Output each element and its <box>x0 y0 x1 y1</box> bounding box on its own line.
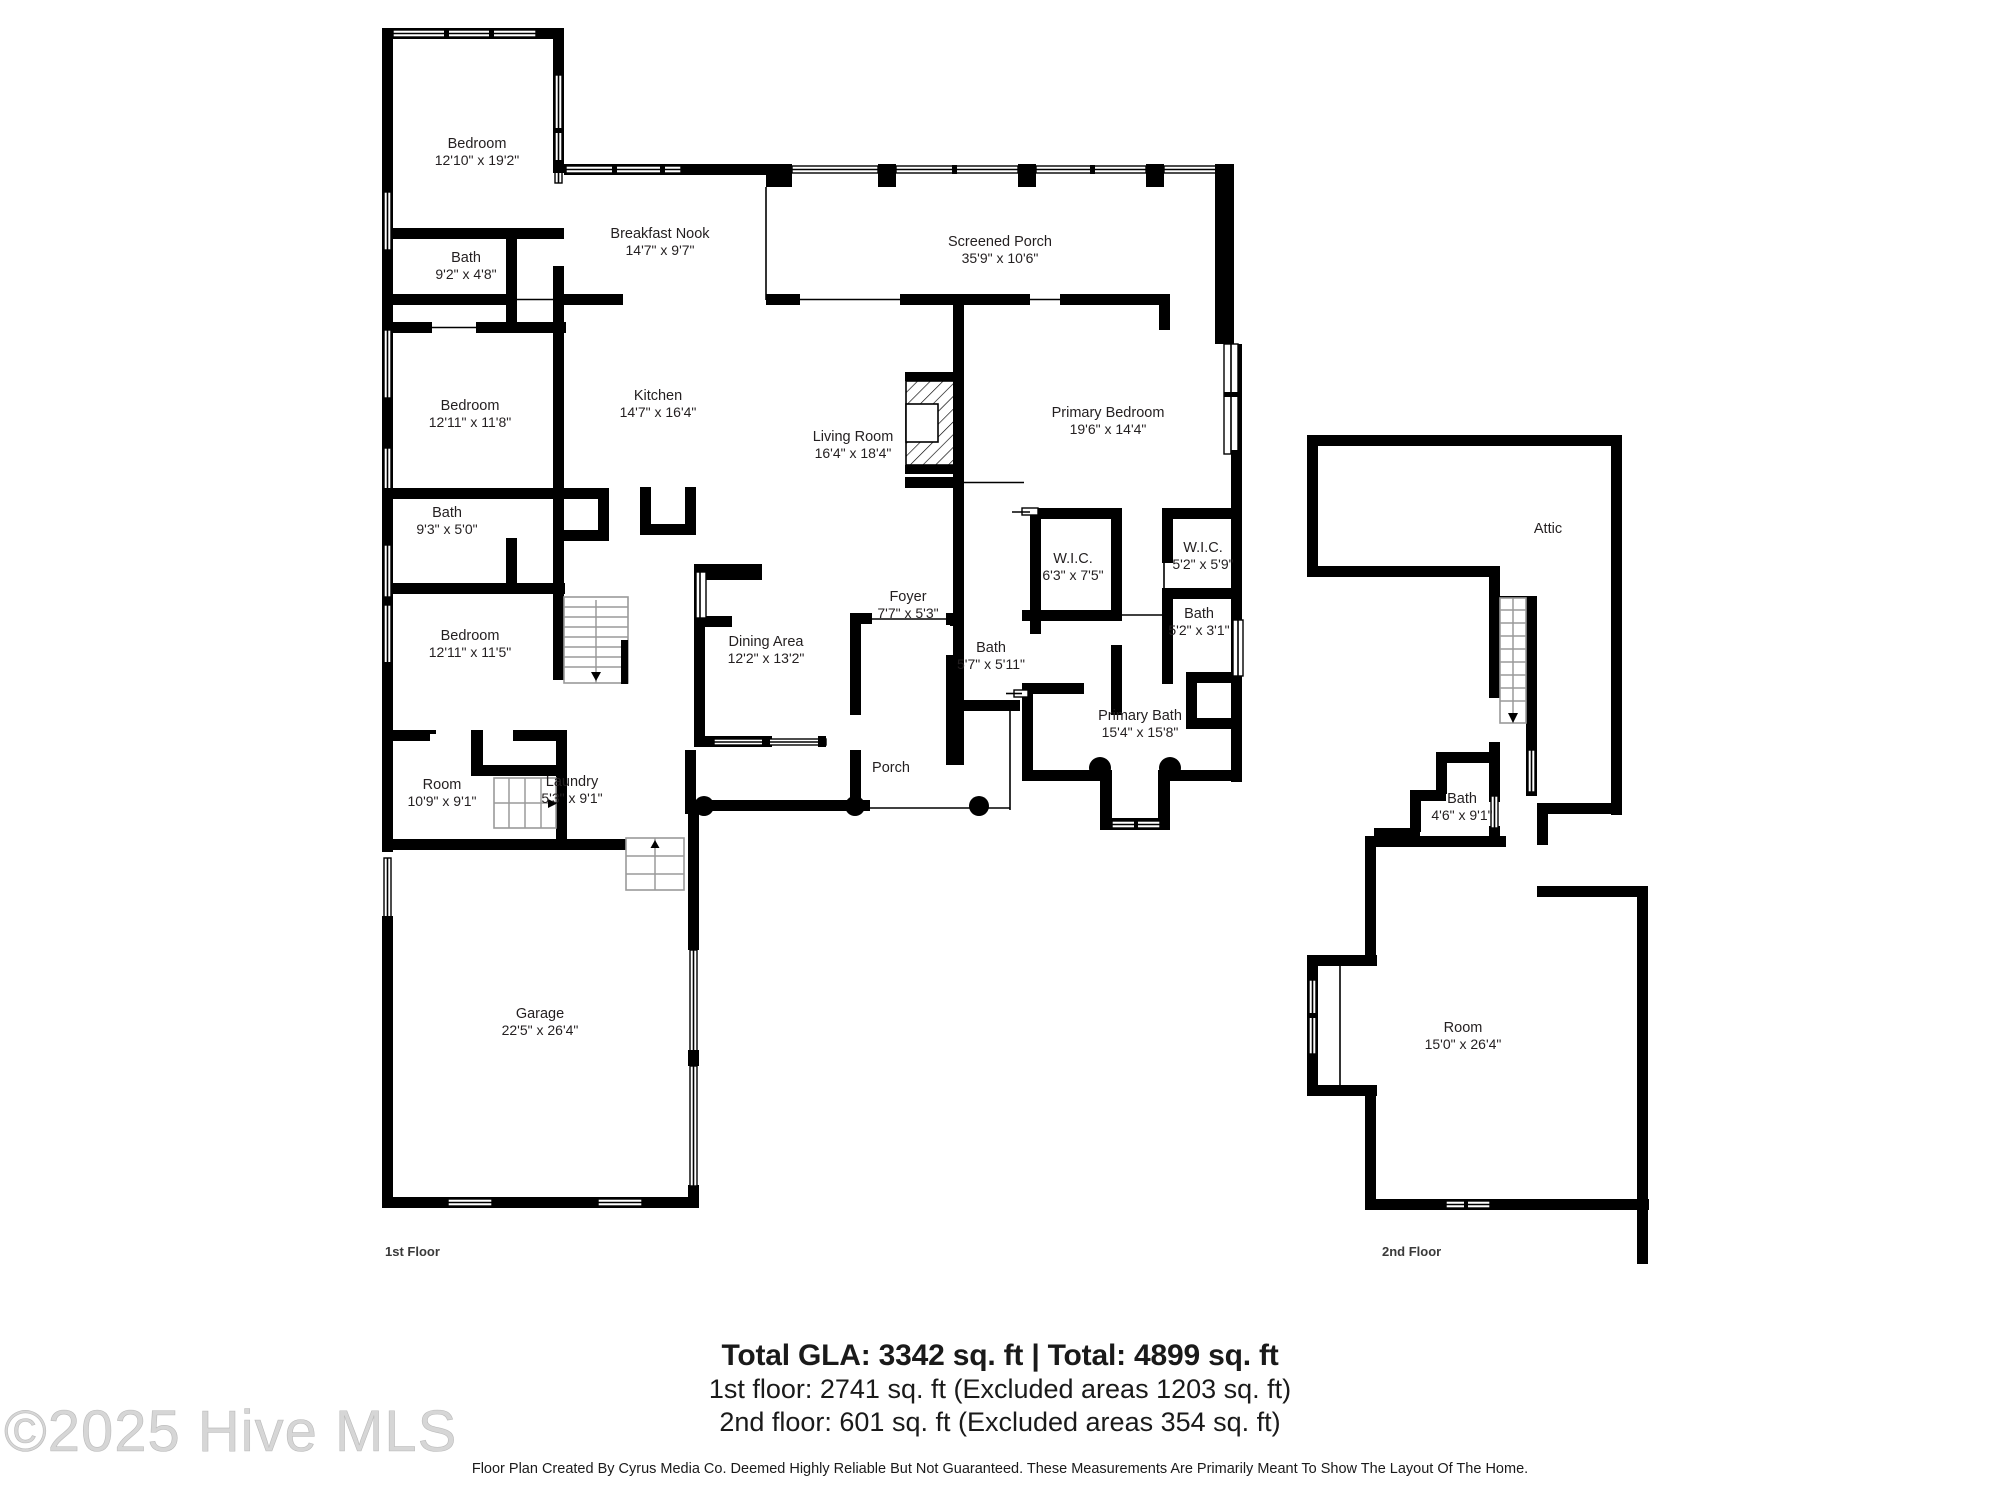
room-name: Bath <box>1447 791 1477 807</box>
room-name: Bedroom <box>441 628 500 644</box>
room-dimensions: 4'6" x 9'1" <box>1431 807 1492 823</box>
room-dimensions: 5'3" x 9'1" <box>541 790 602 806</box>
room-name: Bath <box>976 640 1006 656</box>
room-name: Room <box>1444 1020 1483 1036</box>
room-name: Bedroom <box>441 398 500 414</box>
room-dimensions: 12'10" x 19'2" <box>435 152 520 168</box>
room-name: Attic <box>1534 521 1562 537</box>
room-name: Living Room <box>813 429 894 445</box>
room-name: W.I.C. <box>1053 551 1092 567</box>
room-dimensions: 5'2" x 3'1" <box>1168 622 1229 638</box>
room-dimensions: 9'3" x 5'0" <box>416 521 477 537</box>
room-label: Attic <box>1534 521 1562 537</box>
room-name: Porch <box>872 760 910 776</box>
room-dimensions: 35'9" x 10'6" <box>962 250 1039 266</box>
room-name: Foyer <box>889 589 926 605</box>
floor-caption-2nd: 2nd Floor <box>1382 1244 1441 1259</box>
room-name: Bath <box>451 250 481 266</box>
room-dimensions: 12'11" x 11'8" <box>429 414 512 430</box>
room-label: W.I.C.5'2" x 5'9" <box>1172 540 1233 572</box>
room-dimensions: 9'2" x 4'8" <box>435 266 496 282</box>
first-floor-area-line: 1st floor: 2741 sq. ft (Excluded areas 1… <box>708 1374 1292 1405</box>
disclaimer-text: Floor Plan Created By Cyrus Media Co. De… <box>471 1461 1529 1477</box>
room-name: Room <box>423 777 462 793</box>
room-name: W.I.C. <box>1183 540 1222 556</box>
room-name: Primary Bedroom <box>1052 405 1165 421</box>
room-dimensions: 14'7" x 9'7" <box>626 242 695 258</box>
floor-caption-1st: 1st Floor <box>385 1244 440 1259</box>
total-gla-line: Total GLA: 3342 sq. ft | Total: 4899 sq.… <box>721 1339 1279 1372</box>
room-dimensions: 19'6" x 14'4" <box>1070 421 1147 437</box>
room-dimensions: 6'3" x 7'5" <box>1042 567 1103 583</box>
first-floor-plan <box>382 28 1244 1208</box>
room-dimensions: 14'7" x 16'4" <box>620 404 697 420</box>
room-dimensions: 22'5" x 26'4" <box>502 1022 579 1038</box>
room-dimensions: 10'9" x 9'1" <box>408 793 477 809</box>
room-dimensions: 5'2" x 5'9" <box>1172 556 1233 572</box>
second-floor-plan <box>1307 435 1649 1264</box>
room-name: Bedroom <box>448 136 507 152</box>
room-name: Bath <box>432 505 462 521</box>
room-name: Kitchen <box>634 388 682 404</box>
second-floor-area-line: 2nd floor: 601 sq. ft (Excluded areas 35… <box>719 1406 1281 1437</box>
room-dimensions: 16'4" x 18'4" <box>815 445 892 461</box>
room-name: Screened Porch <box>948 234 1052 250</box>
room-name: Primary Bath <box>1098 708 1182 724</box>
room-name: Dining Area <box>729 634 805 650</box>
mls-watermark: ©2025 Hive MLS <box>4 1399 458 1465</box>
room-dimensions: 5'7" x 5'11" <box>957 656 1025 672</box>
room-name: Breakfast Nook <box>610 226 710 242</box>
room-dimensions: 15'4" x 15'8" <box>1102 724 1179 740</box>
room-label: W.I.C.6'3" x 7'5" <box>1042 551 1103 583</box>
room-name: Laundry <box>546 774 599 790</box>
room-label: Porch <box>872 760 910 776</box>
room-dimensions: 7'7" x 5'3" <box>877 605 938 621</box>
area-summary: Total GLA: 3342 sq. ft | Total: 4899 sq.… <box>0 1338 2000 1438</box>
room-name: Bath <box>1184 606 1214 622</box>
room-dimensions: 12'2" x 13'2" <box>728 650 805 666</box>
room-name: Garage <box>516 1006 564 1022</box>
room-dimensions: 15'0" x 26'4" <box>1425 1036 1502 1052</box>
room-dimensions: 12'11" x 11'5" <box>429 644 512 660</box>
